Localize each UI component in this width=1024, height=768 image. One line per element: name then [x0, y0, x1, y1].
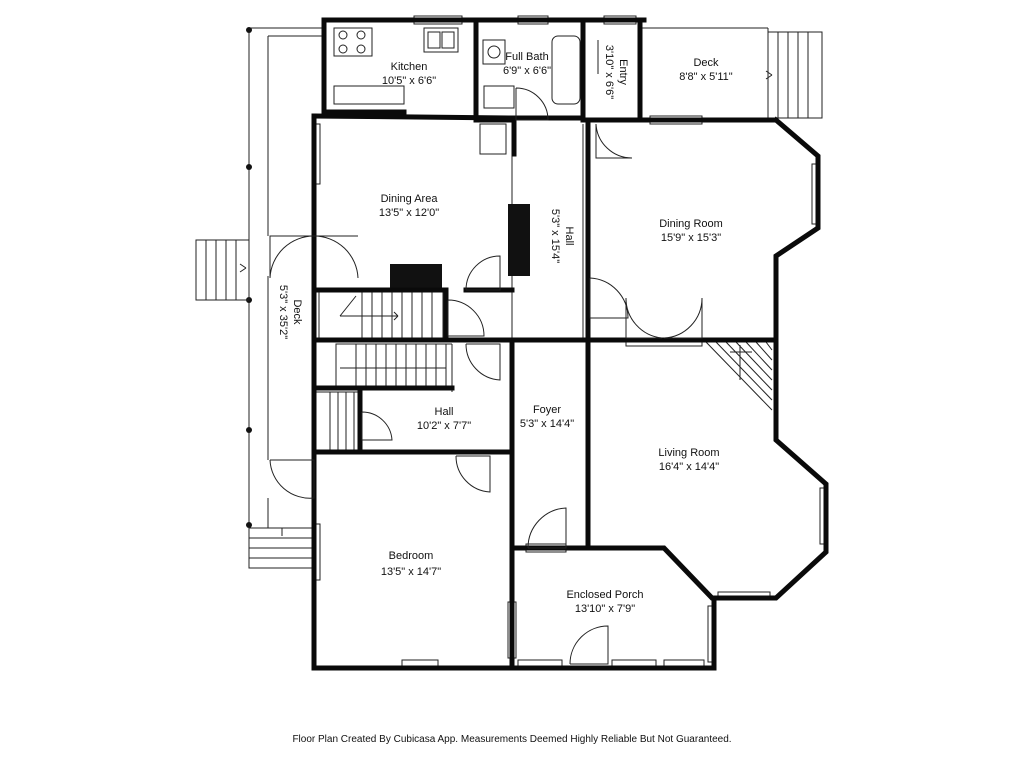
living-room-name: Living Room — [658, 447, 719, 459]
full-bath-name: Full Bath — [505, 51, 548, 63]
deck-top-outline — [640, 27, 823, 119]
enclosed-porch-dims: 13'10" x 7'9" — [575, 603, 635, 615]
deck-top-dims: 8'8" x 5'11" — [679, 71, 732, 83]
side-steps — [195, 239, 250, 301]
interior-lines — [316, 120, 773, 452]
fireplace — [390, 264, 442, 290]
deck-side-name: Deck — [291, 299, 303, 325]
deck-top-name: Deck — [693, 57, 719, 69]
hall-center-name: Hall — [563, 227, 575, 246]
deck-side-label-group: Deck 5'3" x 35'2" — [277, 285, 303, 339]
bedroom-name: Bedroom — [389, 550, 434, 562]
dining-area-dims: 13'5" x 12'0" — [379, 207, 439, 219]
hall-center-dims: 5'3" x 15'4" — [549, 209, 561, 263]
dining-room-dims: 15'9" x 15'3" — [661, 232, 721, 244]
living-room-dims: 16'4" x 14'4" — [659, 461, 719, 473]
dining-room-name: Dining Room — [659, 218, 723, 230]
footer-disclaimer: Floor Plan Created By Cubicasa App. Meas… — [292, 734, 732, 745]
entry-name: Entry — [617, 59, 629, 85]
deck-post — [246, 27, 252, 528]
bottom-steps — [248, 527, 314, 569]
hall-small-dims: 10'2" x 7'7" — [417, 420, 471, 432]
room-labels: Kitchen 10'5" x 6'6" Full Bath 6'9" x 6'… — [277, 45, 733, 615]
bath-fixtures — [479, 35, 581, 155]
foyer-dims: 5'3" x 14'4" — [520, 418, 574, 430]
enclosed-porch-name: Enclosed Porch — [566, 589, 643, 601]
chimney — [508, 204, 530, 276]
hall-center-label-group: Hall 5'3" x 15'4" — [549, 209, 575, 263]
kitchen-dims: 10'5" x 6'6" — [382, 75, 436, 87]
hall-small-name: Hall — [435, 406, 454, 418]
deck-side-dims: 5'3" x 35'2" — [277, 285, 289, 339]
walls — [311, 17, 829, 671]
entry-dims: 3'10" x 6'6" — [603, 45, 615, 99]
kitchen-name: Kitchen — [391, 61, 428, 73]
foyer-name: Foyer — [533, 404, 561, 416]
full-bath-dims: 6'9" x 6'6" — [503, 65, 551, 77]
kitchen-fixtures — [333, 27, 459, 105]
bedroom-dims: 13'5" x 14'7" — [381, 566, 441, 578]
dining-area-name: Dining Area — [381, 193, 439, 205]
doors — [269, 40, 703, 665]
entry-label-group: Entry 3'10" x 6'6" — [603, 45, 629, 99]
